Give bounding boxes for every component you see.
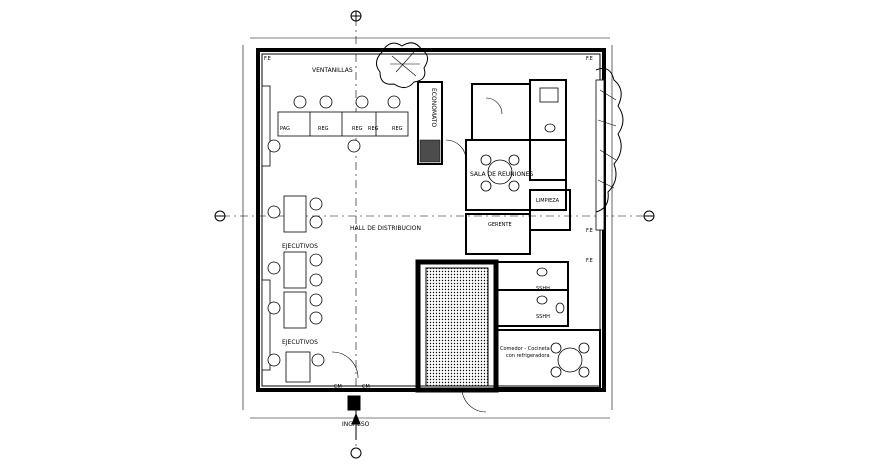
label-sshh-1: SSHH — [536, 286, 550, 292]
label-ventanillas: VENTANILLAS — [312, 67, 353, 74]
label-reg-1: REG — [318, 126, 329, 132]
label-fe-1: F.E — [264, 56, 271, 62]
entrance-arrow — [347, 395, 361, 440]
economato-room — [417, 81, 443, 165]
label-fe-2: F.E — [586, 56, 593, 62]
sanitary-fixtures — [536, 87, 565, 314]
tree-left — [376, 42, 428, 88]
label-sala-reuniones: SALA DE REUNIONES — [470, 171, 533, 178]
label-sshh-2: SSHH — [536, 314, 550, 320]
label-comedor: Comedor - Cocineta — [500, 346, 550, 352]
dimension-lines — [222, 18, 648, 450]
label-ejecutivos-1: EJECUTIVOS — [282, 243, 318, 250]
meeting-table — [480, 154, 520, 192]
label-limpieza: LIMPIEZA — [536, 198, 560, 204]
label-reg-4: REG — [392, 126, 403, 132]
central-core — [415, 259, 499, 393]
label-fe-4: F.E — [586, 228, 593, 234]
section-markers — [214, 10, 655, 459]
label-gerente: GERENTE — [488, 222, 512, 228]
desks-left — [267, 195, 325, 383]
desks-top — [267, 95, 409, 153]
door-swings — [331, 97, 503, 413]
label-reg-3: REG — [368, 126, 379, 132]
label-pag: PAG — [280, 126, 290, 132]
windows — [261, 79, 605, 371]
label-comedor-2: con refrigeradora — [506, 353, 550, 359]
label-fe-3: F.E — [586, 258, 593, 264]
room-labels: VENTANILLAS PAG REG REG REG REG ECONOMAT… — [264, 56, 593, 428]
label-cm-1: CM — [334, 384, 342, 390]
label-cm-2: CM — [362, 384, 370, 390]
label-economato: ECONOMATO — [430, 88, 437, 127]
label-hall: HALL DE DISTRIBUCION — [350, 225, 421, 232]
label-reg-2: REG — [352, 126, 363, 132]
tree-right — [595, 67, 624, 213]
dining-table — [550, 342, 590, 378]
label-ejecutivos-2: EJECUTIVOS — [282, 339, 318, 346]
